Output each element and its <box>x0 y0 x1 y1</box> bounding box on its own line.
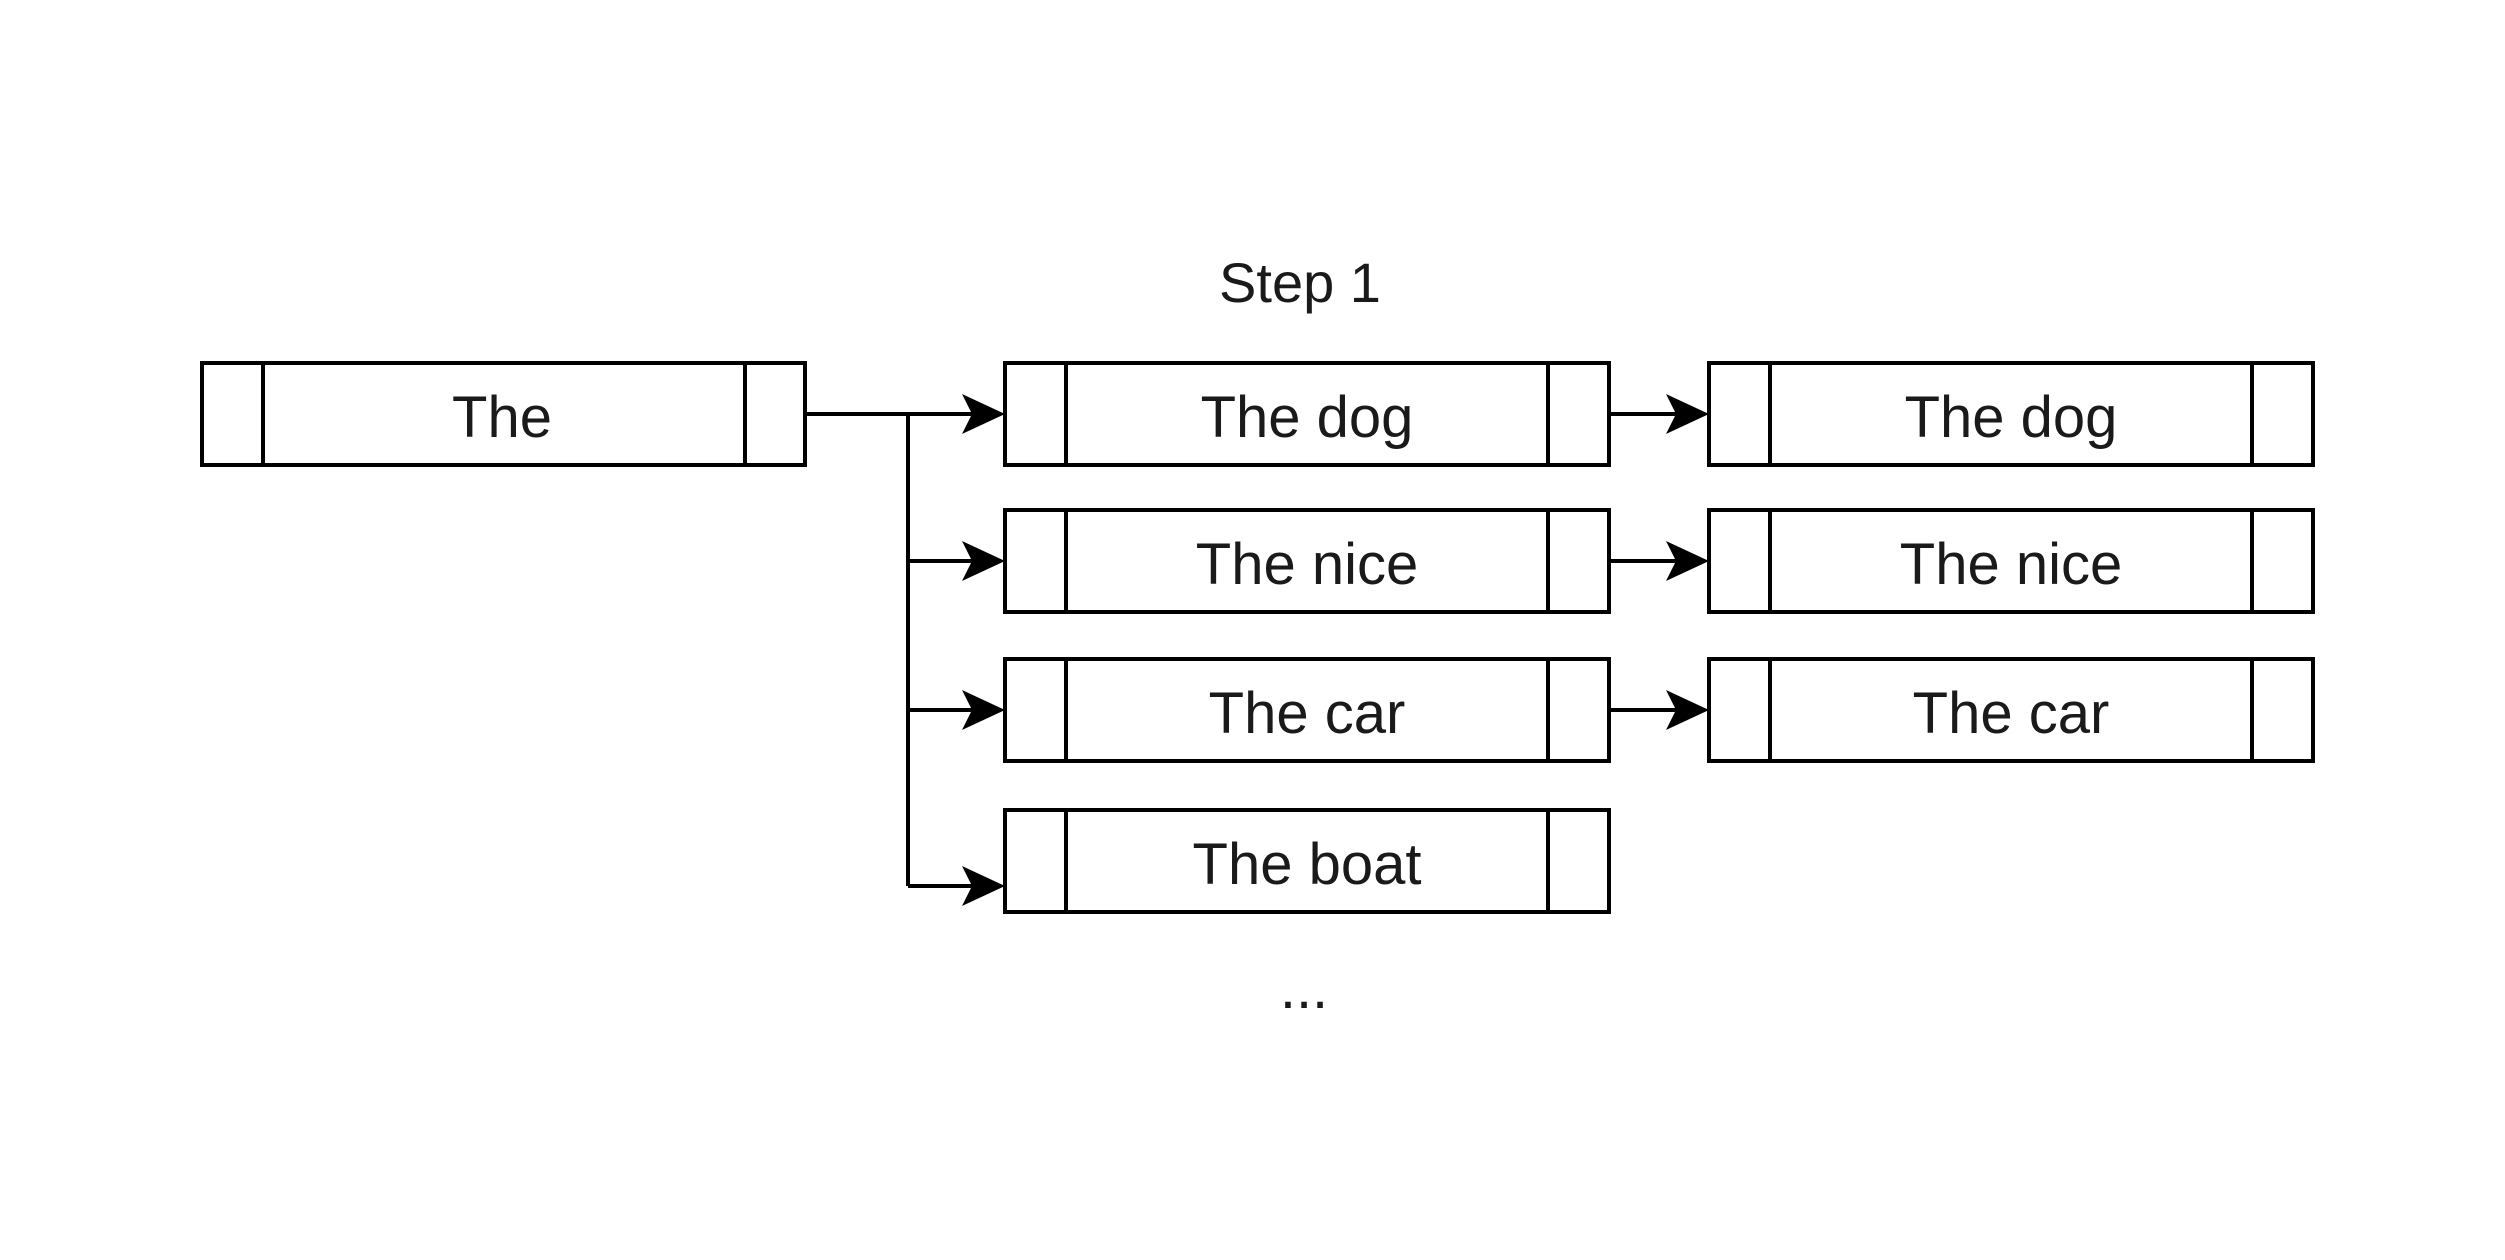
kept-node-label: The nice <box>1900 532 2122 597</box>
step-label: Step 1 <box>1219 251 1381 314</box>
kept-node-label: The car <box>1913 681 2110 746</box>
candidate-node-the-dog: The dog <box>1003 361 1611 467</box>
candidate-node-label: The boat <box>1193 832 1422 897</box>
candidate-node-the-nice: The nice <box>1003 508 1611 614</box>
candidate-node-label: The car <box>1209 681 1406 746</box>
kept-node-the-dog: The dog <box>1707 361 2315 467</box>
kept-node-the-nice: The nice <box>1707 508 2315 614</box>
ellipsis-indicator: ... <box>1280 956 1328 1021</box>
candidate-node-label: The dog <box>1201 385 1414 450</box>
root-node: The <box>200 361 807 467</box>
root-node-label: The <box>452 385 552 450</box>
kept-node-label: The dog <box>1905 385 2118 450</box>
candidate-node-the-car: The car <box>1003 657 1611 763</box>
candidate-node-the-boat: The boat <box>1003 808 1611 914</box>
kept-node-the-car: The car <box>1707 657 2315 763</box>
kept-connectors <box>1609 394 1709 730</box>
candidate-node-label: The nice <box>1196 532 1418 597</box>
root-connectors <box>805 394 1005 906</box>
